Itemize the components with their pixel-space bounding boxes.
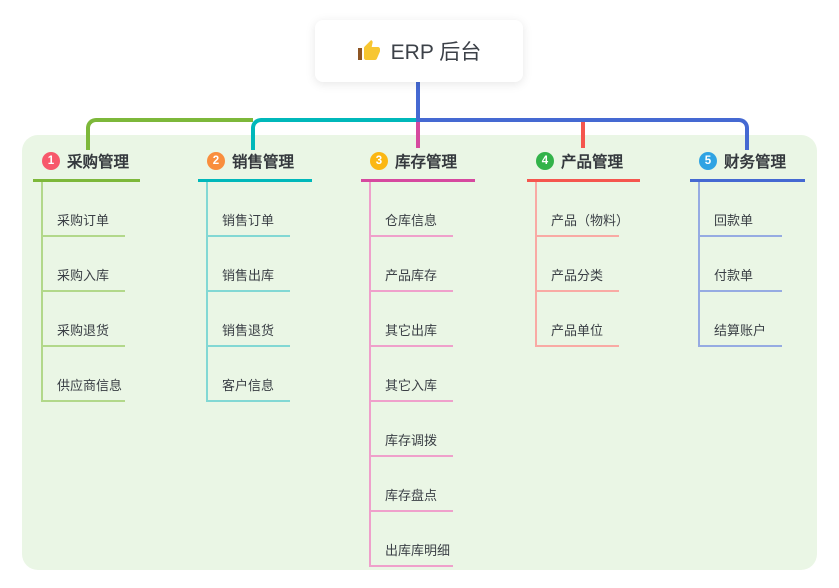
branch-purchase-children: 采购订单 采购入库 采购退货 供应商信息 <box>33 182 140 402</box>
branch-inventory-header[interactable]: 3 库存管理 <box>361 147 475 182</box>
branch-number-badge: 5 <box>699 152 717 170</box>
branch-number-badge: 2 <box>207 152 225 170</box>
node-stock-taking[interactable]: 库存盘点 <box>361 457 475 512</box>
root-node[interactable]: ERP 后台 <box>315 20 523 82</box>
node-outbound-detail[interactable]: 出库库明细 <box>361 512 475 567</box>
branch-label: 库存管理 <box>395 154 458 171</box>
root-label: ERP 后台 <box>390 41 482 64</box>
node-other-inbound[interactable]: 其它入库 <box>361 347 475 402</box>
branch-product-header[interactable]: 4 产品管理 <box>527 147 640 182</box>
branch-purchase-header[interactable]: 1 采购管理 <box>33 147 140 182</box>
branch-inventory: 3 库存管理 仓库信息 产品库存 其它出库 其它入库 库存调拨 库存盘点 出库库… <box>361 147 475 567</box>
branch-label: 销售管理 <box>232 154 295 171</box>
node-product-category[interactable]: 产品分类 <box>527 237 640 292</box>
node-product-stock[interactable]: 产品库存 <box>361 237 475 292</box>
branch-finance-children: 回款单 付款单 结算账户 <box>690 182 805 347</box>
branch-purchase: 1 采购管理 采购订单 采购入库 采购退货 供应商信息 <box>33 147 140 402</box>
branch-product: 4 产品管理 产品（物料） 产品分类 产品单位 <box>527 147 640 347</box>
node-purchase-order[interactable]: 采购订单 <box>33 182 140 237</box>
branch-label: 财务管理 <box>724 154 787 171</box>
branch-finance: 5 财务管理 回款单 付款单 结算账户 <box>690 147 805 347</box>
node-sales-order[interactable]: 销售订单 <box>198 182 312 237</box>
branch-sales-header[interactable]: 2 销售管理 <box>198 147 312 182</box>
node-product-unit[interactable]: 产品单位 <box>527 292 640 347</box>
node-purchase-inbound[interactable]: 采购入库 <box>33 237 140 292</box>
node-supplier-info[interactable]: 供应商信息 <box>33 347 140 402</box>
node-warehouse-info[interactable]: 仓库信息 <box>361 182 475 237</box>
node-sales-return[interactable]: 销售退货 <box>198 292 312 347</box>
node-purchase-return[interactable]: 采购退货 <box>33 292 140 347</box>
branch-number-badge: 4 <box>536 152 554 170</box>
node-stock-transfer[interactable]: 库存调拨 <box>361 402 475 457</box>
branches-panel-background <box>22 135 817 570</box>
branch-inventory-children: 仓库信息 产品库存 其它出库 其它入库 库存调拨 库存盘点 出库库明细 <box>361 182 475 567</box>
node-receipt-bill[interactable]: 回款单 <box>690 182 805 237</box>
branch-label: 产品管理 <box>561 154 624 171</box>
thumbs-up-icon <box>357 39 381 63</box>
branch-label: 采购管理 <box>67 154 130 171</box>
node-payment-bill[interactable]: 付款单 <box>690 237 805 292</box>
node-sales-outbound[interactable]: 销售出库 <box>198 237 312 292</box>
branch-number-badge: 1 <box>42 152 60 170</box>
branch-sales-children: 销售订单 销售出库 销售退货 客户信息 <box>198 182 312 402</box>
branch-product-children: 产品（物料） 产品分类 产品单位 <box>527 182 640 347</box>
node-other-outbound[interactable]: 其它出库 <box>361 292 475 347</box>
branch-sales: 2 销售管理 销售订单 销售出库 销售退货 客户信息 <box>198 147 312 402</box>
connector-root <box>416 82 420 122</box>
node-customer-info[interactable]: 客户信息 <box>198 347 312 402</box>
node-product-material[interactable]: 产品（物料） <box>527 182 640 237</box>
node-settlement-account[interactable]: 结算账户 <box>690 292 805 347</box>
branch-finance-header[interactable]: 5 财务管理 <box>690 147 805 182</box>
branch-number-badge: 3 <box>370 152 388 170</box>
